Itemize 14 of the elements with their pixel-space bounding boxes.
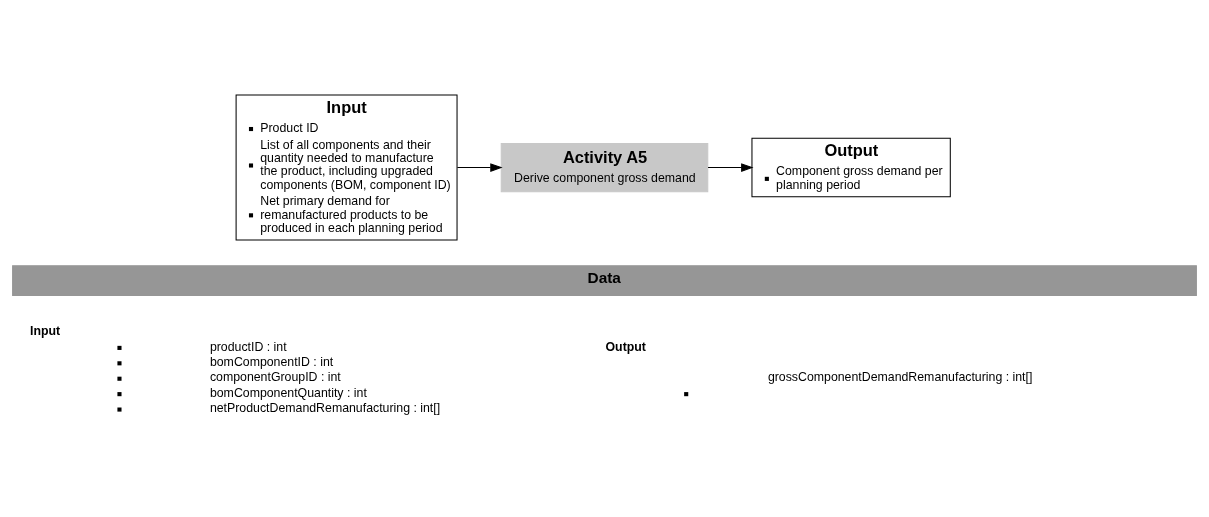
label: Input [30,324,61,339]
label: bomComponentQuantity : int [209,385,367,400]
label: netProductDemandRemanufacturing : int[] [209,401,441,416]
label: componentGroupID : int [209,370,341,385]
label: grossComponentDemandRemanufacturing : int[] [767,370,1033,385]
label: Output [605,339,646,354]
arrow [707,163,754,172]
label: bomComponentID : int [209,354,334,369]
arrow [456,163,503,172]
node-box: Output Component gross demand per planning period [751,137,951,198]
node-box: Input Product ID List of all components and their quantity needed to manufacture the product, including upgraded components (BOM, component ID) Net primary demand for remanufactured products to be produced in each planning period [235,94,458,241]
node-box: Activity A5 Derive component gross demand [500,142,709,193]
node-box: Data [12,265,1197,296]
label: productID : int [209,339,287,354]
